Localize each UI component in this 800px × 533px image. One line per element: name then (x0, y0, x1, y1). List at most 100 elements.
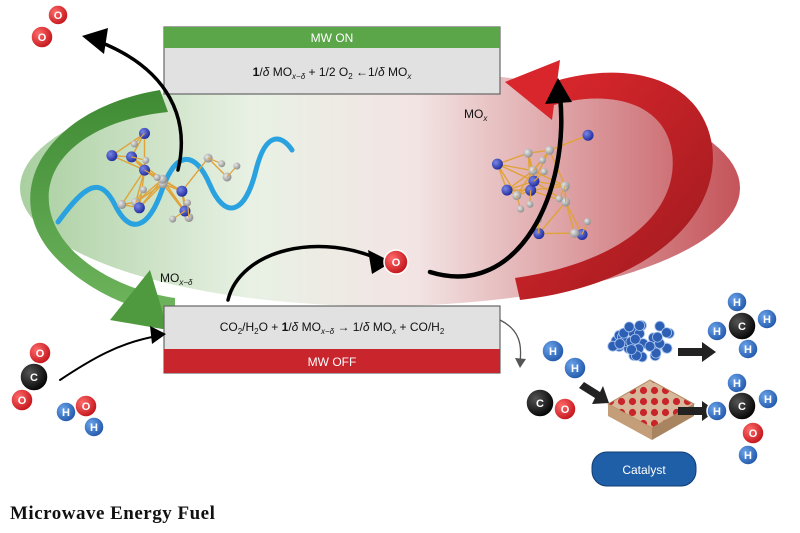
grey-flow-arrow (499, 319, 522, 363)
mw-off-equation: CO2/H2O + 1/δ MOx−δ → 1/δ MOx + CO/H2 (220, 320, 445, 336)
atom-symbol: C (738, 401, 746, 413)
atom-symbol: H (713, 326, 721, 338)
lattice-terminal-atom (153, 174, 161, 182)
mox-label: MOx (464, 107, 488, 123)
lattice-terminal-atom (538, 156, 546, 164)
lattice-terminal-atom (139, 186, 147, 194)
mw-off-box: MW OFF CO2/H2O + 1/δ MOx−δ → 1/δ MOx + C… (163, 305, 501, 374)
atom-symbol: H (713, 406, 721, 418)
ch4-hydrogen-atom-4: H (737, 338, 759, 360)
o2-oxygen-atom-2: O (30, 25, 54, 49)
green-arrow-head (110, 270, 168, 330)
ch4-hydrogen-atom-2: H (706, 320, 728, 342)
lattice-terminal-atom (233, 162, 241, 170)
co2-oxygen-atom-1: O (28, 341, 52, 365)
atom-symbol: H (90, 422, 98, 434)
atom-symbol: O (38, 32, 47, 44)
cluster-sphere (626, 344, 637, 356)
co2-oxygen-atom-2: O (10, 388, 34, 412)
co-oxygen-atom: O (553, 397, 577, 421)
o2-oxygen-atom-1: O (47, 4, 69, 26)
ch3oh-oxygen-atom: O (741, 421, 765, 445)
released-oxygen-atom: O (383, 249, 409, 275)
ch3oh-hydrogen-atom-2: H (706, 400, 728, 422)
mw-off-label: MW OFF (308, 355, 357, 369)
cluster-sphere (629, 333, 641, 345)
co-carbon-atom: C (525, 388, 555, 418)
lattice-terminal-atom (130, 140, 138, 148)
atom-symbol: H (62, 407, 70, 419)
cluster-sphere (652, 331, 663, 343)
cluster-sphere (650, 347, 662, 359)
atom-symbol: H (733, 378, 741, 390)
lattice-oxygen-atom (523, 148, 533, 158)
catalyst-arrows (579, 342, 716, 421)
h2o-oxygen-atom: O (74, 394, 98, 418)
lattice-metal-atom (176, 185, 188, 197)
microwave-wave (55, 136, 295, 227)
ch3oh-carbon-atom: C (727, 391, 757, 421)
cluster-sphere (634, 320, 645, 332)
cluster-sphere (644, 340, 656, 352)
atom-symbol: H (744, 450, 752, 462)
lattice-terminal-atom (142, 156, 150, 164)
lattice-terminal-atom (555, 195, 563, 203)
atom-symbol: O (749, 428, 758, 440)
h2-hydrogen-atom-1: H (541, 339, 565, 363)
atom-symbol: H (763, 314, 771, 326)
atom-symbol: O (36, 348, 45, 360)
cluster-sphere (654, 320, 666, 332)
cluster-sphere (614, 338, 626, 350)
cluster-sphere (661, 342, 673, 354)
lattice-oxygen-atom (117, 199, 127, 209)
h2o-hydrogen-atom-1: H (55, 401, 77, 423)
lattice-terminal-atom (526, 200, 534, 208)
lattice-metal-atom (501, 184, 513, 196)
atom-symbol: H (733, 297, 741, 309)
lattice-metal-atom (106, 150, 118, 162)
atom-symbol: O (561, 404, 570, 416)
crystal-structure-right (491, 129, 594, 241)
ch4-hydrogen-atom-3: H (756, 308, 778, 330)
lattice-metal-atom (582, 129, 594, 141)
diagram-canvas: MW ON 1/δ MOx−δ + 1/2 O2 ←1/δ MOx MW OFF… (10, 4, 779, 487)
lattice-terminal-atom (583, 218, 591, 226)
lattice-terminal-atom (169, 215, 177, 223)
moxd-label: MOx−δ (160, 271, 193, 287)
ch3oh-hydrogen-atom-1: H (726, 372, 748, 394)
mw-on-equation: 1/δ MOx−δ + 1/2 O2 ←1/δ MOx (253, 65, 413, 81)
atom-symbol: H (549, 346, 557, 358)
ch4-hydrogen-atom-1: H (726, 291, 748, 313)
lattice-terminal-atom (184, 199, 192, 207)
lattice-terminal-atom (540, 168, 548, 176)
lattice-oxygen-atom (570, 228, 580, 238)
atom-symbol: H (744, 344, 752, 356)
atom-symbol: C (536, 398, 544, 410)
crystal-structure-left (106, 127, 241, 223)
mw-on-box: MW ON 1/δ MOx−δ + 1/2 O2 ←1/δ MOx (163, 26, 501, 95)
lattice-metal-atom (133, 202, 145, 214)
page-title: Microwave Energy Fuel (10, 503, 216, 524)
lattice-terminal-atom (517, 205, 525, 213)
atom-symbol: C (30, 372, 38, 384)
ch3oh-hydrogen-atom-4: H (737, 444, 759, 466)
cluster-sphere (661, 327, 672, 339)
atom-symbol: O (392, 257, 401, 269)
red-cycle-arrow (515, 72, 713, 300)
lattice-metal-atom (491, 158, 503, 170)
h2-hydrogen-atom-2: H (563, 356, 587, 380)
ch3oh-hydrogen-atom-3: H (757, 388, 779, 410)
catalyst-button-label: Catalyst (622, 463, 666, 477)
atom-symbol: H (571, 363, 579, 375)
cluster-sphere (623, 321, 635, 333)
co2-carbon-atom: C (19, 362, 49, 392)
ch4-carbon-atom: C (727, 311, 757, 341)
atom-symbol: O (18, 395, 27, 407)
h2o-hydrogen-atom-2: H (83, 416, 105, 438)
flow-arrow-heads (82, 28, 572, 344)
lattice-terminal-atom (218, 160, 226, 168)
catalyst-button[interactable]: Catalyst (591, 451, 697, 487)
lattice-oxygen-atom (544, 145, 554, 155)
